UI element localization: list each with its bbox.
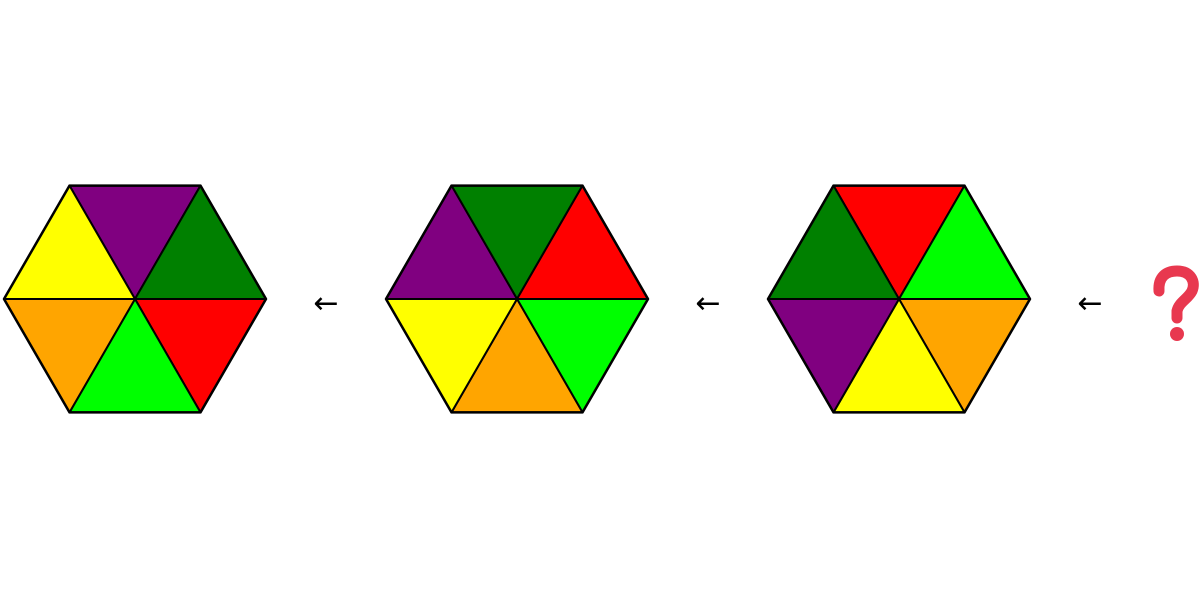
arrow-3: ←: [1077, 286, 1102, 321]
hexagon-outline: [2, 184, 268, 414]
hexagon-outline: [384, 184, 650, 414]
hexagon-1: [2, 184, 268, 414]
question-mark-icon: [1153, 265, 1199, 341]
hexagon-outline: [766, 184, 1032, 414]
arrow-2: ←: [695, 286, 720, 321]
hexagon-sequence: [2, 184, 1032, 414]
hexagon-2: [384, 184, 650, 414]
hexagon-3: [766, 184, 1032, 414]
arrow-1: ←: [313, 286, 338, 321]
